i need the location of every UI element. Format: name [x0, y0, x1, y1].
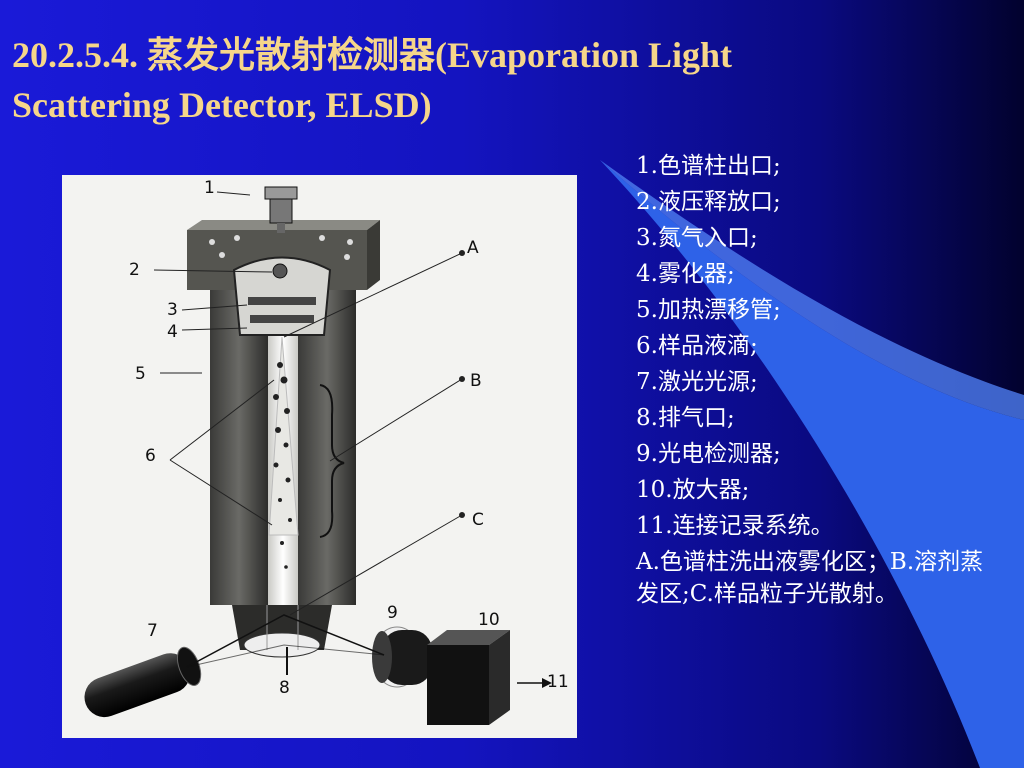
zone-note: A.色谱柱洗出液雾化区；B.溶剂蒸发区;C.样品粒子光散射。 [636, 549, 984, 607]
legend-item: 4.雾化器; [636, 261, 735, 287]
component-legend: 1.色谱柱出口; 2.液压释放口; 3.氮气入口; 4.雾化器; 5.加热漂移管… [636, 148, 996, 610]
label-9: 9 [387, 603, 398, 623]
title-line-1: 20.2.5.4. 蒸发光散射检测器(Evaporation Light [12, 35, 733, 75]
title-line-2: Scattering Detector, ELSD) [12, 85, 432, 125]
legend-item: 9.光电检测器; [636, 441, 781, 467]
label-1: 1 [204, 178, 215, 198]
label-8: 8 [279, 678, 290, 698]
label-c: C [472, 510, 484, 530]
legend-item: 3.氮气入口; [636, 225, 758, 251]
label-10: 10 [478, 610, 500, 630]
spray-cone [268, 336, 299, 536]
legend-item: 6.样品液滴; [636, 333, 758, 359]
label-6: 6 [145, 446, 156, 466]
evaporation-zone-brace [319, 384, 345, 538]
legend-item: 10.放大器; [636, 477, 750, 503]
drift-tube-left-wall [210, 290, 268, 605]
drift-tube-right-wall [298, 290, 356, 605]
label-2: 2 [129, 260, 140, 280]
label-5: 5 [135, 364, 146, 384]
legend-item: 5.加热漂移管; [636, 297, 781, 323]
photodetector [372, 626, 432, 688]
amplifier [427, 630, 510, 725]
label-7: 7 [147, 621, 158, 641]
legend-item: 7.激光光源; [636, 369, 758, 395]
label-a: A [467, 238, 479, 258]
label-3: 3 [167, 300, 178, 320]
legend-item: 2.液压释放口; [636, 189, 781, 215]
sample-droplets [273, 362, 292, 569]
pressure-release-port [272, 263, 288, 279]
legend-item: 1.色谱柱出口; [636, 153, 781, 179]
label-11: 11 [547, 672, 569, 692]
laser-source [84, 646, 202, 718]
slide-title: 20.2.5.4. 蒸发光散射检测器(Evaporation Light Sca… [12, 30, 1012, 130]
legend-item: 8.排气口; [636, 405, 735, 431]
column-outlet-fitting [269, 196, 293, 224]
elsd-diagram: 1 2 3 4 5 6 7 8 9 10 11 A B C [62, 175, 577, 738]
label-4: 4 [167, 322, 178, 342]
elsd-diagram-svg: 1 2 3 4 5 6 7 8 9 10 11 A B C [84, 178, 569, 725]
label-b: B [470, 371, 482, 391]
legend-item: 11.连接记录系统。 [636, 513, 834, 539]
